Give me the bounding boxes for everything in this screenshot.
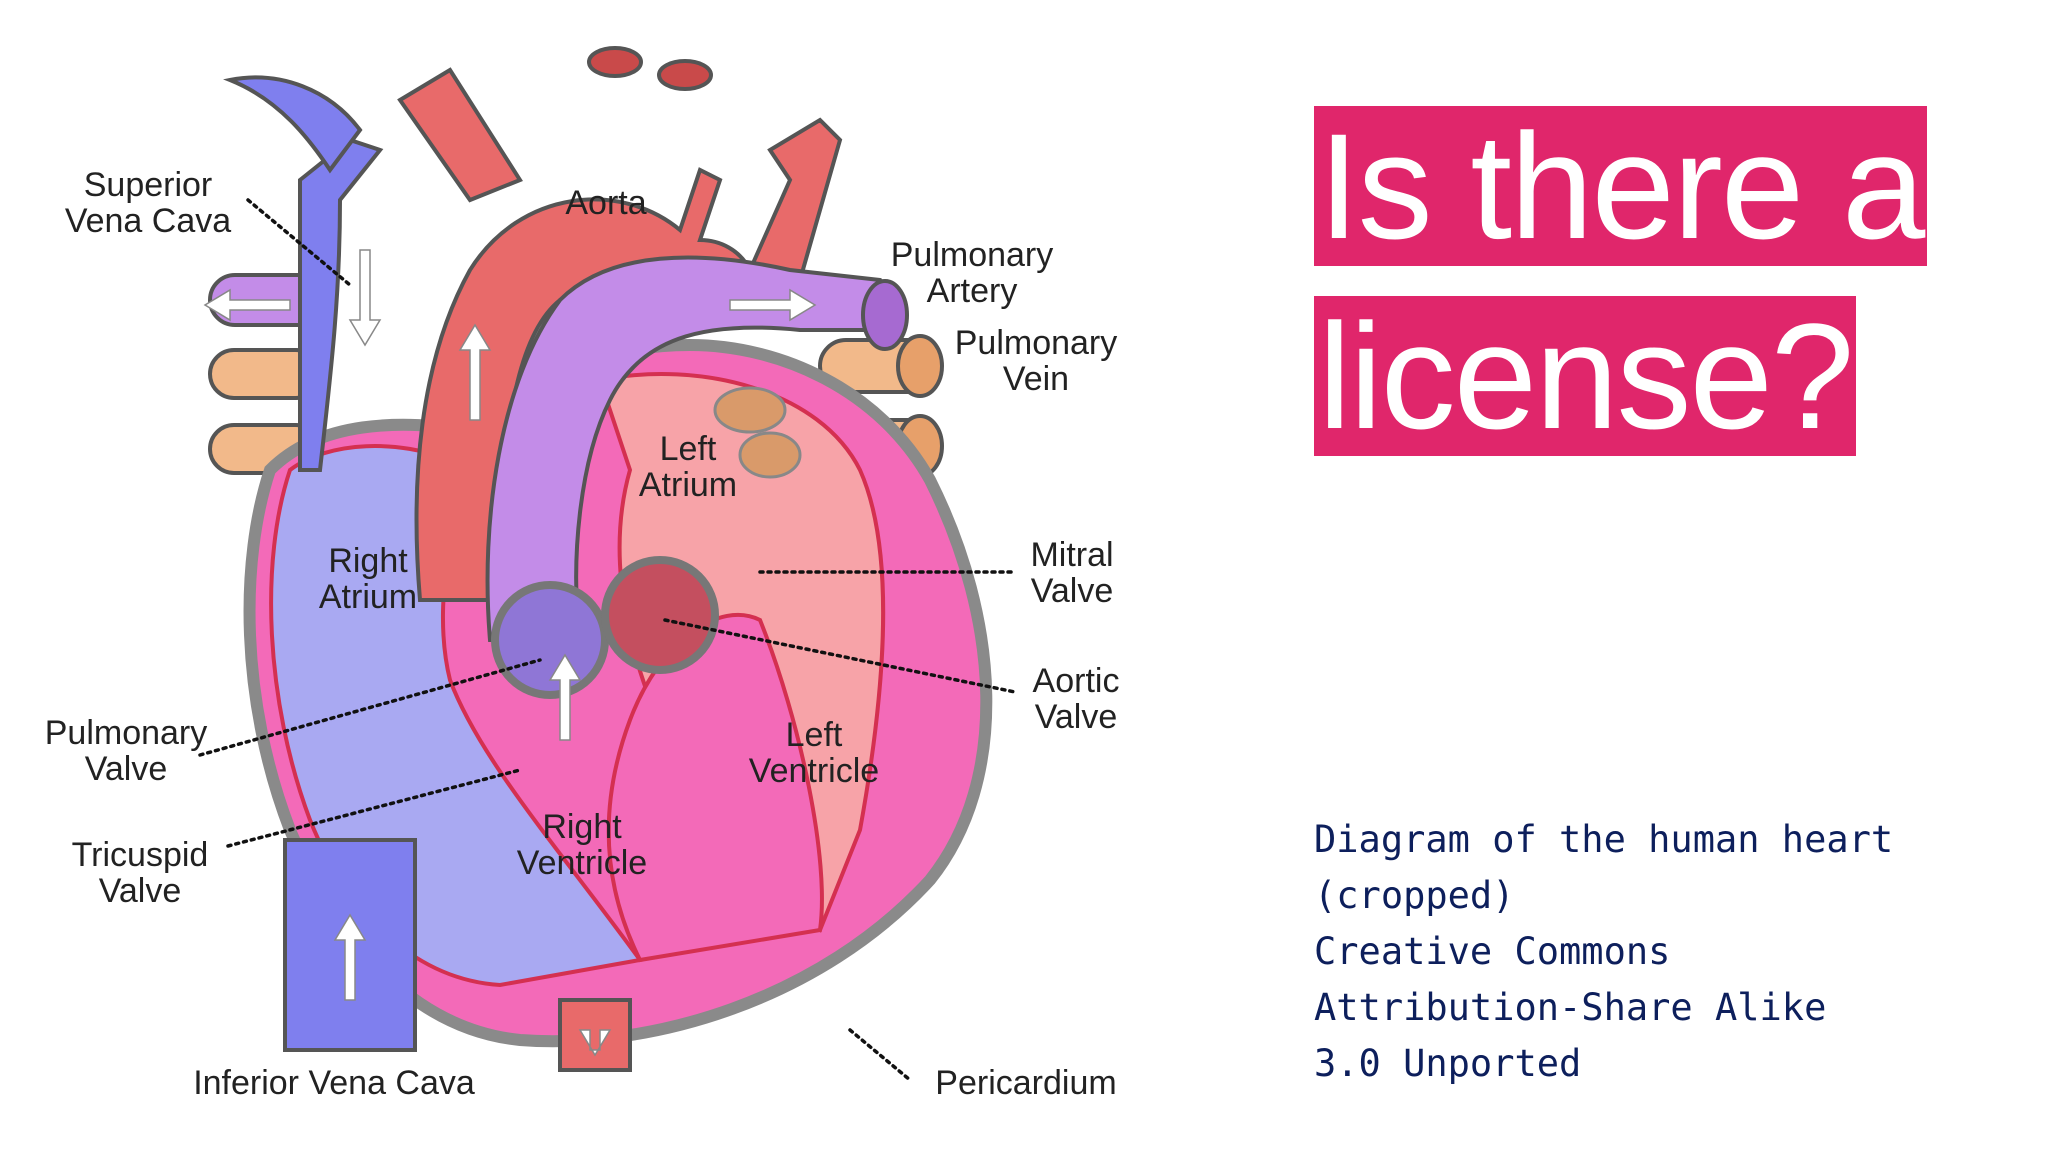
label-superior-vena-cava-2: Vena Cava bbox=[65, 202, 231, 240]
label-pulmonary-valve-1: Pulmonary bbox=[45, 714, 208, 752]
label-left-ventricle-1: Left bbox=[786, 716, 843, 754]
caption-line-3: Creative Commons bbox=[1314, 930, 1671, 973]
label-inferior-vena-cava: Inferior Vena Cava bbox=[193, 1064, 475, 1102]
label-pericardium: Pericardium bbox=[935, 1064, 1116, 1102]
label-aorta: Aorta bbox=[565, 184, 646, 222]
caption-line-4: Attribution-Share Alike bbox=[1314, 986, 1827, 1029]
label-right-atrium-2: Atrium bbox=[319, 578, 417, 616]
label-tricuspid-valve-1: Tricuspid bbox=[72, 836, 209, 874]
caption-line-1: Diagram of the human heart bbox=[1314, 818, 1894, 861]
label-superior-vena-cava-1: Superior bbox=[84, 166, 213, 204]
title-block: Is there a license? bbox=[1314, 106, 1934, 486]
caption-line-2: (cropped) bbox=[1314, 874, 1515, 917]
inferior-vena-cava bbox=[283, 838, 417, 1052]
pulmonary-valve-shape bbox=[491, 581, 609, 699]
label-left-atrium-1: Left bbox=[660, 430, 717, 468]
aortic-valve-shape bbox=[601, 556, 719, 674]
diagram-labels: Superior Vena Cava Aorta Pulmonary Arter… bbox=[45, 166, 1120, 1102]
image-caption: Diagram of the human heart (cropped) Cre… bbox=[1314, 812, 2014, 1092]
label-pulmonary-artery-1: Pulmonary bbox=[891, 236, 1054, 274]
leader-lines bbox=[198, 198, 1017, 1082]
label-mitral-valve-2: Valve bbox=[1031, 572, 1114, 610]
superior-vena-cava bbox=[297, 137, 384, 472]
label-left-atrium-2: Atrium bbox=[639, 466, 737, 504]
label-mitral-valve-1: Mitral bbox=[1030, 536, 1113, 574]
label-aortic-valve-1: Aortic bbox=[1033, 662, 1120, 700]
label-right-ventricle-1: Right bbox=[542, 808, 622, 846]
label-pulmonary-vein-1: Pulmonary bbox=[955, 324, 1118, 362]
aorta bbox=[414, 117, 843, 602]
label-right-atrium-1: Right bbox=[328, 542, 408, 580]
pulmonary-artery bbox=[485, 255, 903, 642]
flow-arrows bbox=[203, 249, 817, 1057]
heart-diagram: Superior Vena Cava Aorta Pulmonary Arter… bbox=[45, 46, 1120, 1102]
caption-line-5: 3.0 Unported bbox=[1314, 1042, 1582, 1085]
title-line-1: Is there a bbox=[1314, 106, 1928, 266]
label-pulmonary-artery-2: Artery bbox=[927, 272, 1018, 310]
title-line-2: license? bbox=[1314, 296, 1857, 456]
label-aortic-valve-2: Valve bbox=[1035, 698, 1118, 736]
label-tricuspid-valve-2: Valve bbox=[99, 872, 182, 910]
label-left-ventricle-2: Ventricle bbox=[749, 752, 879, 790]
label-right-ventricle-2: Ventricle bbox=[517, 844, 647, 882]
label-pulmonary-vein-2: Vein bbox=[1003, 360, 1069, 398]
label-pulmonary-valve-2: Valve bbox=[85, 750, 168, 788]
